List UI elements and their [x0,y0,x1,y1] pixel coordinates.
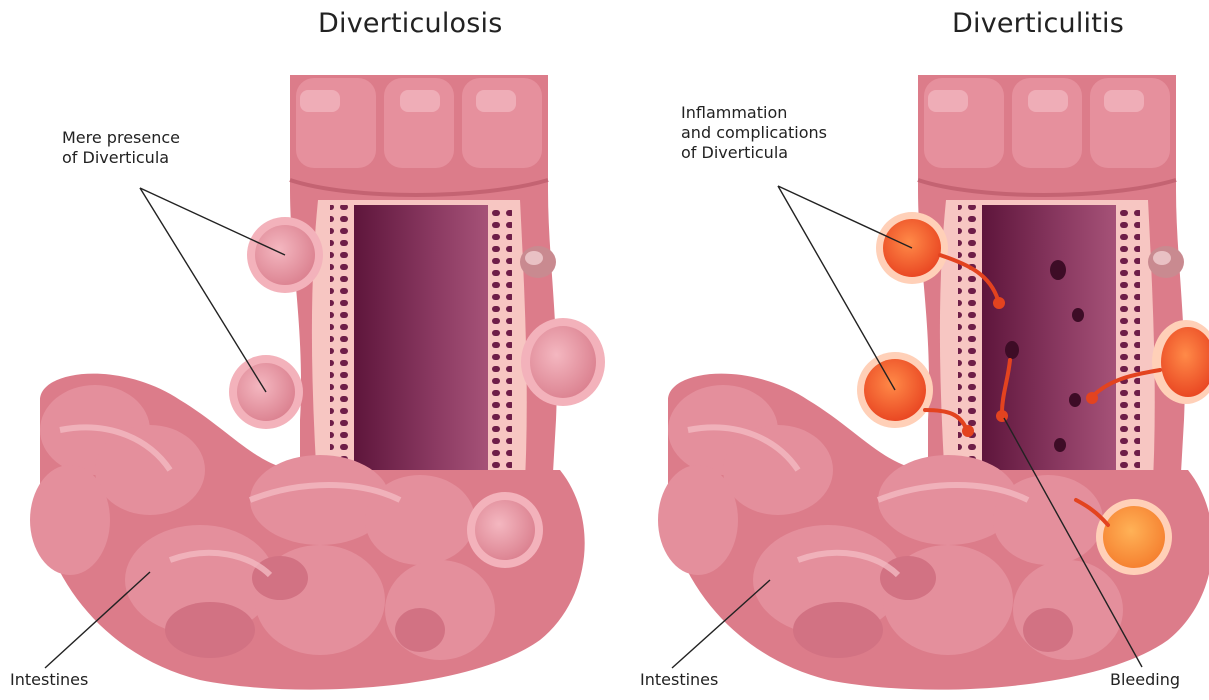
lumen-spot [1054,438,1066,452]
diverticulum-pouch [467,492,543,568]
diverticulosis-illustration [30,75,605,690]
callout-leader-line [140,188,285,255]
inflamed-diverticulum [1096,499,1172,575]
lumen-spot [1072,308,1084,322]
diverticulum-pouch [521,318,605,406]
callout-leader-line [140,188,266,392]
callout-leader-line [778,186,912,248]
callout-leader-line [778,186,895,390]
lumen-spot [1050,260,1066,280]
lumen-spot [1069,393,1081,407]
lumen-spot [1005,341,1019,359]
diverticulitis-illustration [658,75,1209,690]
